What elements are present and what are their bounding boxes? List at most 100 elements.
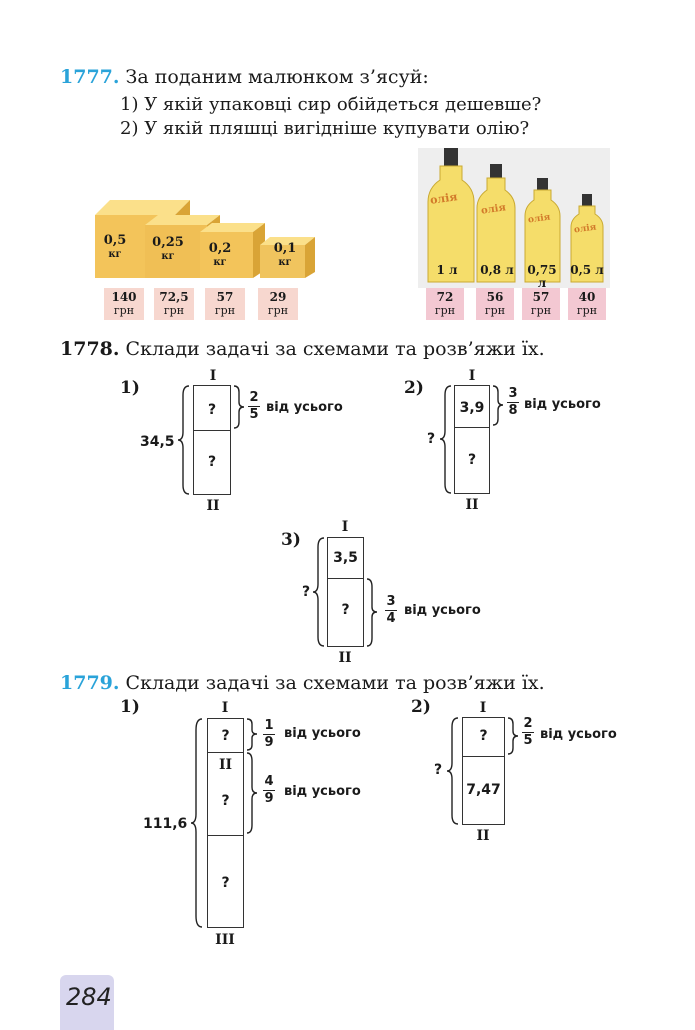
cell-2: ?: [467, 452, 477, 468]
oil-bottle-3: [524, 178, 561, 283]
oil-2-volume: 0,8 л: [480, 263, 514, 277]
total-value: 111,6: [143, 816, 188, 832]
fraction-note: від усього: [404, 603, 481, 618]
problem-number: 1777.: [60, 66, 120, 88]
divider: [455, 427, 489, 428]
fraction-note-2: від усього: [284, 784, 361, 799]
scheme-bar: 3,9 ?: [454, 385, 490, 494]
scheme-tag: 3): [281, 530, 301, 550]
left-brace: [177, 385, 190, 495]
cell-1: ?: [207, 402, 217, 418]
scheme-bar: ? 7,47: [462, 717, 505, 825]
divider: [194, 430, 230, 431]
part-label-bottom: II: [476, 828, 490, 844]
scheme-bar: ? II ? ?: [207, 718, 244, 928]
right-brace: [233, 385, 245, 429]
scheme-tag: 1): [120, 378, 140, 398]
total-value: ?: [302, 584, 311, 600]
left-brace: [439, 385, 452, 494]
total-value: 34,5: [140, 434, 175, 450]
right-brace: [366, 578, 378, 647]
problem-title: За поданим малюнком з’ясуй:: [125, 66, 429, 88]
part-label-bottom: II: [206, 498, 220, 514]
part-label-bottom: III: [215, 932, 235, 948]
scheme-tag: 2): [404, 378, 424, 398]
part-label-top: I: [221, 700, 229, 716]
cell-1: 3,5: [333, 550, 358, 566]
cell-2: ?: [207, 454, 217, 470]
oil-1-volume: 1 л: [436, 263, 458, 277]
oil-bottle-4: [570, 194, 604, 283]
problem-1779-header: 1779. Склади задачі за схемами та розв’я…: [60, 672, 545, 694]
cell-1: ?: [221, 728, 230, 744]
scheme-bar: 3,5 ?: [327, 537, 364, 647]
cheese-illustration: [95, 200, 315, 278]
cheese-block-3: [200, 223, 265, 278]
right-brace: [507, 717, 519, 755]
part-label-top: I: [341, 519, 349, 535]
problem-1777-header: 1777. За поданим малюнком з’ясуй:: [60, 66, 429, 88]
left-brace: [312, 537, 325, 647]
part-label-top: I: [468, 368, 476, 384]
right-brace: [492, 385, 504, 426]
scheme-tag: 2): [411, 697, 431, 717]
oil-illustration: [427, 148, 604, 283]
part-label-mid: II: [218, 757, 233, 773]
scheme-bar: ? ?: [193, 385, 231, 495]
cell-1: ?: [479, 728, 488, 744]
page-number-box: 284: [60, 975, 114, 1030]
fraction-note: від усього: [524, 397, 601, 412]
oil-bottle-2: [476, 164, 516, 283]
cell-1: 3,9: [459, 400, 485, 416]
fraction-note: від усього: [266, 400, 343, 415]
page-number: 284: [66, 983, 112, 1011]
oil-3-volume: 0,75 л: [527, 263, 557, 290]
divider: [328, 578, 363, 579]
problem-title: Склади задачі за схемами та розв’яжи їх.: [125, 338, 545, 360]
fraction-note-1: від усього: [284, 726, 361, 741]
problem-title: Склади задачі за схемами та розв’яжи їх.: [125, 672, 545, 694]
cell-2: ?: [221, 793, 230, 809]
problem-number: 1779.: [60, 672, 120, 694]
cell-2: 7,47: [466, 782, 501, 798]
divider: [208, 752, 243, 753]
part-label-top: I: [479, 700, 487, 716]
divider: [208, 835, 243, 836]
divider: [463, 756, 504, 757]
left-brace: [446, 717, 459, 825]
total-value: ?: [434, 762, 443, 778]
right-brace-2: [246, 752, 258, 834]
part-label-bottom: II: [465, 497, 479, 513]
question-2: 2) У якій пляшці вигідніше купувати олію…: [120, 118, 530, 139]
total-value: ?: [427, 431, 436, 447]
fraction-note: від усього: [540, 727, 617, 742]
right-brace-1: [246, 718, 258, 751]
left-brace: [190, 718, 203, 928]
problem-number: 1778.: [60, 338, 120, 360]
cell-3: ?: [221, 875, 230, 891]
scheme-tag: 1): [120, 697, 140, 717]
cheese-block-4: [260, 237, 315, 278]
part-label-bottom: II: [338, 650, 352, 666]
problem-1778-header: 1778. Склади задачі за схемами та розв’я…: [60, 338, 545, 360]
question-1: 1) У якій упаковці сир обійдеться дешевш…: [120, 94, 542, 115]
part-label-top: I: [209, 368, 217, 384]
oil-bottle-1: [427, 148, 475, 283]
